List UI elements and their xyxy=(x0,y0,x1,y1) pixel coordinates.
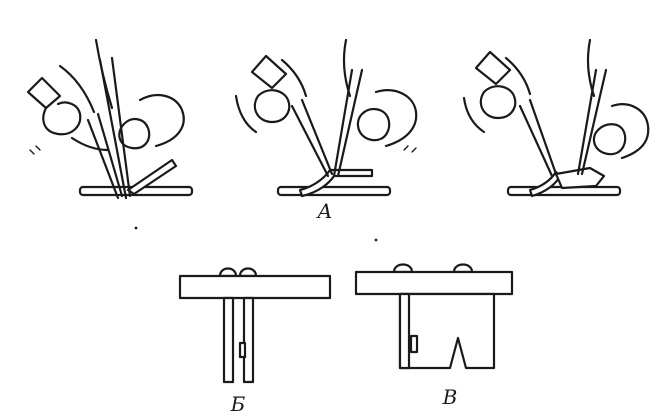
detail-b-lead-left xyxy=(222,296,235,384)
detail-v-bump-left xyxy=(392,263,414,274)
label-a: А xyxy=(315,199,332,223)
step-3-right-thumb xyxy=(592,123,627,156)
detail-v-bump-right xyxy=(452,263,474,274)
detail-v-illustration: В xyxy=(354,263,514,409)
step-2-right-tweezers xyxy=(332,68,364,178)
step-2-left-thumb xyxy=(253,89,291,124)
step-1-angled-piece xyxy=(126,158,178,196)
step-1-left-fingers xyxy=(58,64,110,152)
label-b: Б xyxy=(230,392,246,416)
step-2-hatch-marks xyxy=(403,145,417,153)
step-3-right-hand-edge xyxy=(586,38,596,98)
step-2-left-hand-cuff xyxy=(250,54,288,90)
detail-b-board xyxy=(178,274,332,300)
step-1-left-hand-cuff xyxy=(26,76,62,110)
detail-b-lead-right xyxy=(242,296,255,384)
step-2-bent-lead xyxy=(298,168,374,198)
stray-dot xyxy=(374,238,378,242)
step-3-left-thumb xyxy=(479,85,517,120)
detail-b-bump-right xyxy=(238,267,258,278)
step-2-illustration: А xyxy=(234,38,418,223)
detail-b-illustration: Б xyxy=(178,267,332,416)
detail-v-bracket xyxy=(398,292,496,370)
step-1-illustration xyxy=(26,38,194,200)
step-3-soldered-component xyxy=(554,166,606,190)
step-1-hatch-marks xyxy=(29,145,41,155)
detail-v-inner-lead xyxy=(398,292,411,370)
step-3-left-hand-cuff xyxy=(474,50,512,86)
label-v: В xyxy=(442,385,458,409)
step-2-right-thumb xyxy=(356,108,391,142)
step-2-left-fingers xyxy=(234,58,308,134)
step-3-left-fingers xyxy=(462,56,532,134)
step-1-right-thumb xyxy=(118,118,151,150)
detail-v-small-component xyxy=(409,334,419,354)
step-2-right-fingers xyxy=(374,89,418,148)
detail-v-board xyxy=(354,270,514,296)
step-1-right-hand-edge xyxy=(94,38,114,110)
step-3-illustration xyxy=(462,38,650,198)
step-1-right-fingers xyxy=(138,93,185,148)
step-2-left-tweezers xyxy=(290,98,334,178)
step-1-left-tweezers xyxy=(86,112,124,200)
detail-b-small-component xyxy=(238,341,247,359)
stray-dot xyxy=(134,226,138,230)
detail-b-bump-left xyxy=(218,267,238,278)
step-3-right-fingers xyxy=(610,103,650,160)
step-1-left-thumb xyxy=(42,101,82,136)
step-3-right-tweezers xyxy=(576,68,608,176)
step-2-base-plate xyxy=(276,185,392,197)
step-3-left-tweezers xyxy=(518,98,558,178)
step-2-right-hand-edge xyxy=(342,38,352,98)
